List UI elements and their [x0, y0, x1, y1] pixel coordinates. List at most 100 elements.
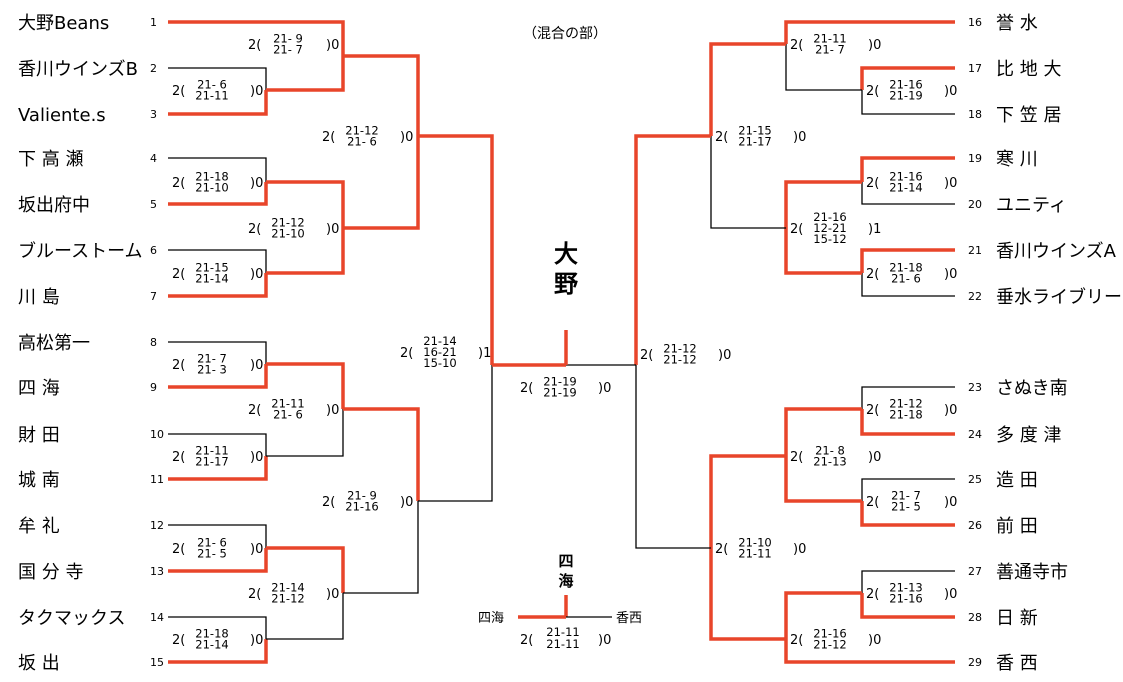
- team-number: 3: [150, 108, 157, 121]
- game-score: 21- 5: [197, 547, 227, 561]
- team-number: 20: [968, 198, 982, 211]
- sets-won-bottom: )0: [793, 542, 806, 557]
- game-score: 21-18: [195, 627, 228, 641]
- game-score: 21-17: [738, 135, 771, 149]
- game-score: 15-10: [423, 356, 456, 370]
- winner-path: [860, 248, 955, 273]
- winner-path: [168, 548, 268, 573]
- winner-path: [266, 362, 345, 409]
- team-number: 7: [150, 290, 157, 303]
- team-name-right: 垂水ライブリー: [996, 286, 1122, 308]
- sets-won-top: 2(: [715, 130, 728, 145]
- winner-path: [860, 156, 955, 182]
- team-number: 19: [968, 152, 982, 165]
- game-score: 15-12: [813, 232, 846, 246]
- sets-won-bottom: )0: [944, 587, 957, 602]
- team-name-left: ブルーストーム: [18, 240, 143, 262]
- game-score: 21- 6: [891, 272, 921, 286]
- game-score: 21-19: [889, 89, 922, 103]
- game-score: 21-15: [195, 261, 228, 275]
- team-name-right: さぬき南: [996, 378, 1068, 399]
- winner-path: [784, 456, 862, 503]
- sets-won-bottom: )0: [250, 176, 263, 191]
- sets-won-bottom: )0: [400, 130, 413, 145]
- sets-won-bottom: )0: [868, 633, 881, 648]
- team-name-left: 牟 礼: [18, 516, 60, 537]
- game-score: 21- 8: [815, 444, 845, 458]
- game-score: 21-10: [271, 227, 304, 241]
- sets-won-top: 2(: [790, 450, 803, 465]
- game-score: 21-12: [345, 124, 378, 138]
- winner-path: [266, 56, 345, 92]
- team-number: 4: [150, 152, 157, 165]
- sets-won-top: 2(: [248, 38, 261, 53]
- third-place-left-team: 四海: [478, 611, 504, 626]
- winner-path: [709, 548, 786, 641]
- sets-won-top: 2(: [866, 403, 879, 418]
- winner-path: [709, 42, 786, 136]
- game-score: 21-13: [889, 581, 922, 595]
- game-score: 21-12: [663, 342, 696, 356]
- bracket-line: [785, 44, 862, 91]
- team-number: 25: [968, 473, 982, 486]
- team-number: 6: [150, 244, 157, 257]
- sets-won-bottom: )0: [944, 267, 957, 282]
- sets-won-bottom: )0: [944, 176, 957, 191]
- winner-path: [266, 228, 345, 275]
- bracket-line: [343, 501, 419, 594]
- game-score: 21-11: [271, 397, 304, 411]
- game-score: 21-14: [423, 334, 456, 348]
- team-name-right: 多 度 津: [996, 425, 1061, 446]
- game-score: 21- 6: [273, 408, 303, 422]
- game-score: 21-19: [543, 386, 576, 400]
- team-number: 26: [968, 519, 982, 532]
- sets-won-bottom: )0: [326, 38, 339, 53]
- winner-path: [168, 364, 268, 389]
- winner-path: [860, 501, 955, 527]
- sets-won-top: 2(: [172, 450, 185, 465]
- game-score: 21-12: [663, 353, 696, 367]
- winner-path: [418, 134, 494, 365]
- game-score: 21- 6: [197, 78, 227, 92]
- sets-won-top: 2(: [790, 633, 803, 648]
- bracket-line: [168, 433, 267, 456]
- sets-won-bottom: )0: [250, 267, 263, 282]
- team-number: 21: [968, 244, 982, 257]
- game-score: 21-10: [738, 536, 771, 550]
- sets-won-top: 2(: [172, 633, 185, 648]
- bracket-title: （混合の部）: [523, 26, 607, 42]
- winner-path: [168, 182, 268, 206]
- winner-path: [860, 66, 955, 90]
- game-score: 21- 7: [197, 352, 227, 366]
- third-place-winner-1: 四: [558, 552, 573, 570]
- team-name-right: 日 新: [996, 608, 1038, 629]
- team-name-left: 坂出府中: [18, 195, 90, 216]
- game-score: 21-14: [271, 581, 304, 595]
- game-score: 21-11: [546, 625, 579, 639]
- game-score: 21-11: [738, 547, 771, 561]
- team-number: 18: [968, 108, 982, 121]
- sets-won-bottom: )0: [944, 495, 957, 510]
- sets-won-bottom: )0: [944, 84, 957, 99]
- team-number: 8: [150, 336, 157, 349]
- sets-won-bottom: )0: [250, 84, 263, 99]
- game-score: 21-16: [889, 170, 922, 184]
- sets-won-bottom: )0: [326, 587, 339, 602]
- team-number: 16: [968, 16, 982, 29]
- bracket-line: [168, 67, 267, 90]
- sets-won-top: 2(: [866, 84, 879, 99]
- game-score: 21- 9: [347, 489, 377, 503]
- winner-path: [860, 409, 955, 436]
- bracket-line: [266, 409, 344, 457]
- team-name-left: 川 島: [18, 287, 60, 308]
- game-score: 21-18: [889, 408, 922, 422]
- sets-won-bottom: )0: [718, 348, 731, 363]
- third-place-winner-2: 海: [558, 572, 573, 590]
- bracket-line: [168, 341, 267, 364]
- sets-won-top: 2(: [866, 267, 879, 282]
- bracket-line: [266, 593, 344, 640]
- sets-won-top: 2(: [640, 348, 653, 363]
- team-number: 17: [968, 62, 982, 75]
- team-name-left: 四 海: [18, 378, 60, 399]
